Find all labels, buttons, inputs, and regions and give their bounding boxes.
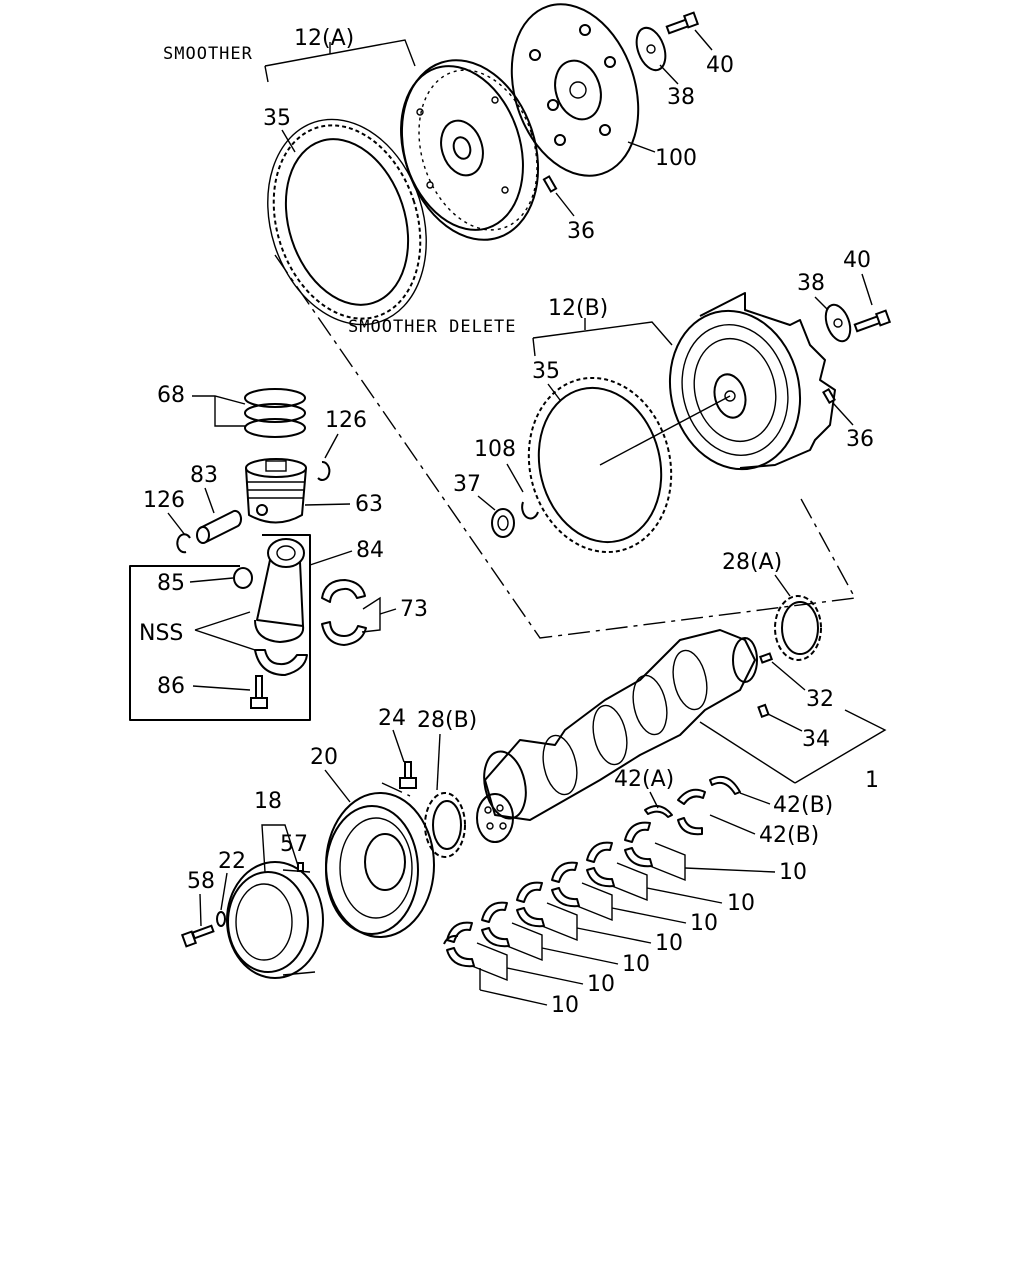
main-bearing-2 xyxy=(586,841,615,888)
ring-gear-top xyxy=(267,118,427,326)
callout-83: 83 xyxy=(190,463,218,488)
main-bearing-5 xyxy=(481,901,510,948)
key-57 xyxy=(297,862,304,872)
small-end-bushing xyxy=(233,567,253,589)
retainer-plate-lower xyxy=(824,303,852,343)
callout-32: 32 xyxy=(806,687,834,712)
callout-24: 24 xyxy=(378,706,406,731)
main-bearing-3 xyxy=(551,861,580,908)
thrust-washer-42a xyxy=(644,805,673,818)
callout-40-top: 40 xyxy=(706,53,734,78)
callout-37: 37 xyxy=(453,472,481,497)
connecting-rod xyxy=(254,538,305,643)
piston-pin xyxy=(196,509,243,544)
callout-18: 18 xyxy=(254,789,282,814)
crank-pulley xyxy=(325,792,435,938)
callout-42a: 42(A) xyxy=(614,767,674,792)
callout-35-top: 35 xyxy=(263,106,291,131)
main-bearing-7 xyxy=(443,934,459,945)
callout-28a: 28(A) xyxy=(722,550,782,575)
snap-ring xyxy=(521,501,539,520)
callout-42b-1: 42(B) xyxy=(773,793,833,818)
callout-68: 68 xyxy=(157,383,185,408)
callout-73: 73 xyxy=(400,597,428,622)
crankshaft xyxy=(476,629,758,843)
caption-smoother: SMOOTHER xyxy=(163,44,253,64)
flywheel-smoother xyxy=(400,59,540,241)
callout-10-5: 10 xyxy=(622,952,650,977)
callout-10-7: 10 xyxy=(551,993,579,1018)
bolt-top xyxy=(665,11,700,35)
con-rod-bearing xyxy=(321,579,367,646)
pin-34 xyxy=(757,703,770,719)
callout-22: 22 xyxy=(218,849,246,874)
bracket-12b xyxy=(532,318,673,357)
main-bearing-4 xyxy=(516,881,545,928)
dowel-pin-top xyxy=(542,175,558,193)
piston xyxy=(245,458,307,524)
callout-1: 1 xyxy=(865,768,879,793)
con-rod-cap xyxy=(254,649,308,676)
callout-84: 84 xyxy=(356,538,384,563)
callout-57: 57 xyxy=(280,832,308,857)
callout-63: 63 xyxy=(355,492,383,517)
washer-22 xyxy=(216,911,226,927)
crank-gear-28a xyxy=(774,595,822,661)
callout-85: 85 xyxy=(157,571,185,596)
callout-36-top: 36 xyxy=(567,219,595,244)
piston-rings xyxy=(244,388,306,438)
assembly-axis-line xyxy=(274,254,857,639)
callout-36-lower: 36 xyxy=(846,427,874,452)
flex-plate xyxy=(510,3,640,177)
callout-10-1: 10 xyxy=(779,860,807,885)
piston-pin-clip-right xyxy=(317,461,331,481)
center-axis-line xyxy=(599,395,731,466)
callout-10-3: 10 xyxy=(690,911,718,936)
callout-38-top: 38 xyxy=(667,85,695,110)
callout-10-6: 10 xyxy=(587,972,615,997)
con-rod-bolt xyxy=(250,675,268,709)
thrust-washer-42b-1 xyxy=(709,776,741,795)
crank-gear-28b xyxy=(424,792,466,858)
piston-pin-clip-left xyxy=(176,533,191,554)
pin-32 xyxy=(758,652,774,664)
callout-38-lower: 38 xyxy=(797,271,825,296)
callout-20: 20 xyxy=(310,745,338,770)
callout-10-2: 10 xyxy=(727,891,755,916)
callout-86: 86 xyxy=(157,674,185,699)
bolt-58 xyxy=(180,924,215,948)
damper xyxy=(226,861,324,979)
bolt-lower xyxy=(853,309,892,333)
callout-40-lower: 40 xyxy=(843,248,871,273)
callout-58: 58 xyxy=(187,869,215,894)
callout-28b: 28(B) xyxy=(417,708,477,733)
thrust-washer-42b-2 xyxy=(677,788,706,836)
ring-gear-lower xyxy=(527,376,673,554)
pilot-bearing xyxy=(491,508,515,538)
callout-126-right: 126 xyxy=(325,408,367,433)
caption-smoother-delete: SMOOTHER DELETE xyxy=(348,317,517,337)
callout-100: 100 xyxy=(655,146,697,171)
con-rod-assembly-box xyxy=(129,534,311,721)
bracket-12a xyxy=(264,39,416,83)
callout-10-4: 10 xyxy=(655,931,683,956)
callout-35-lower: 35 xyxy=(532,359,560,384)
callout-126-left: 126 xyxy=(143,488,185,513)
callout-42b-2: 42(B) xyxy=(759,823,819,848)
callout-nss: NSS xyxy=(139,621,183,646)
callout-12a: 12(A) xyxy=(294,26,354,51)
callout-34: 34 xyxy=(802,727,830,752)
bolt-24 xyxy=(399,761,417,789)
dowel-pin-lower xyxy=(822,387,836,405)
callout-108: 108 xyxy=(474,437,516,462)
retainer-plate-top xyxy=(635,26,667,72)
main-bearing-6 xyxy=(446,921,475,968)
callout-12b: 12(B) xyxy=(548,296,608,321)
flywheel-smoother-delete xyxy=(668,292,836,471)
main-bearing-1 xyxy=(624,821,653,868)
